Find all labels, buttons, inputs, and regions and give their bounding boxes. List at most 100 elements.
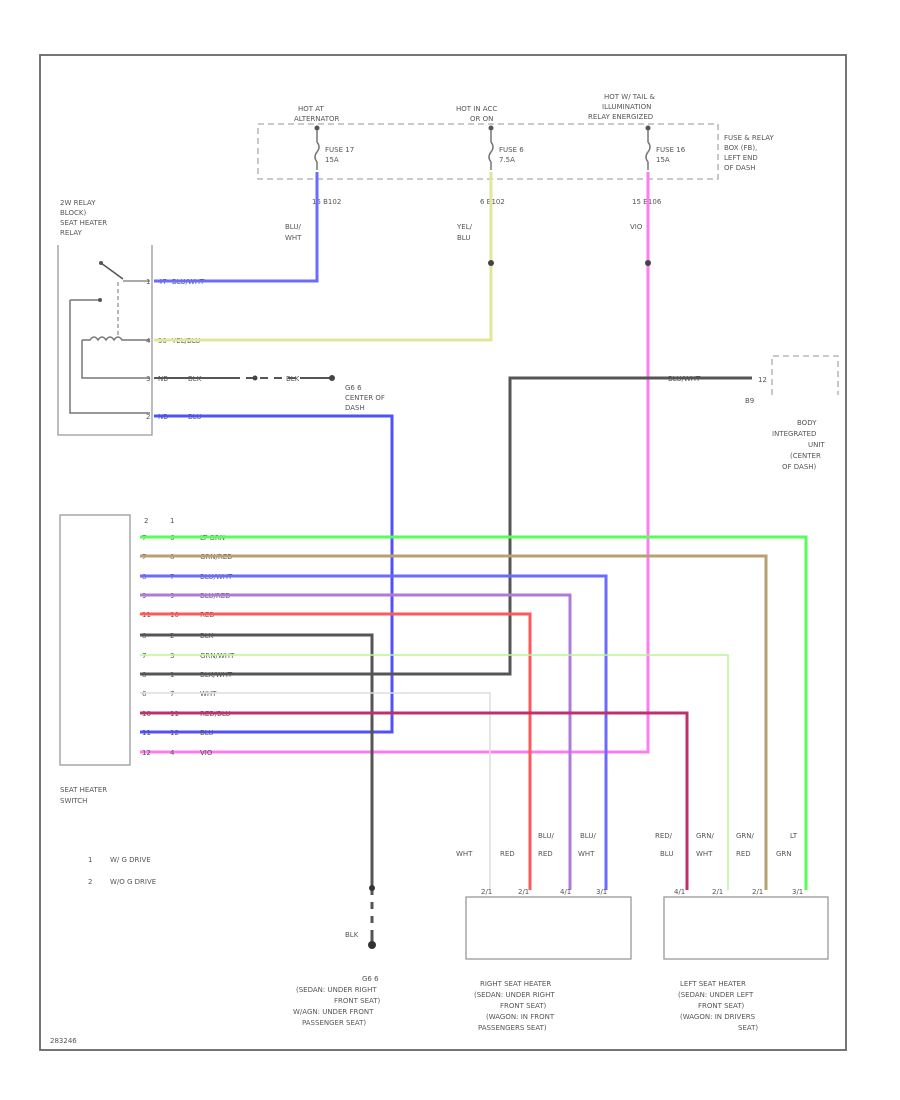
switch-outline — [59, 514, 131, 766]
right-heater-l3: FRONT SEAT) — [500, 1002, 547, 1010]
wire-red — [140, 612, 532, 890]
fuse-16-rating: 15A — [656, 156, 670, 164]
right-wire-blu1-l1: BLU/ — [538, 832, 554, 840]
hot-in-acc-l1: HOT IN ACC — [456, 105, 497, 113]
left-wire-redblu-l2: BLU — [660, 850, 673, 858]
wire-blk-label: BLK — [286, 375, 300, 383]
switch-label-l2: SWITCH — [60, 797, 87, 805]
relay-label-l4: RELAY — [60, 229, 83, 237]
switch-row-9-color: WHT — [200, 690, 217, 698]
wire-yel-blu-fuse6 — [154, 172, 493, 342]
wire-blu-relay-switch — [140, 414, 394, 734]
left-wire-grnred-l2: RED — [736, 850, 751, 858]
body-unit-outline — [771, 355, 839, 395]
ground-top-l2: CENTER OF — [345, 394, 385, 402]
left-heater-l1: LEFT SEAT HEATER — [680, 980, 746, 988]
fuse-17-symbol — [314, 130, 320, 170]
switch-row-8-p1: 8 — [142, 671, 146, 679]
diagram-id: 283246 — [50, 1037, 77, 1045]
wire-blu-wht-fuse17 — [154, 172, 319, 283]
right-heater-l5: PASSENGERS SEAT) — [478, 1024, 547, 1032]
wire-blu-wht-label-l1: BLU/ — [285, 223, 301, 231]
ground-bottom: BLK G6 6 (SEDAN: UNDER RIGHT FRONT SEAT)… — [293, 931, 381, 1027]
hot-w-tail-l1: HOT W/ TAIL & — [604, 93, 655, 101]
relay-pin-3: 3 — [146, 375, 150, 383]
right-seat-heater: WHT RED BLU/ RED BLU/ WHT 2/1 2/1 4/1 3/… — [456, 832, 632, 1032]
heater-wires — [140, 535, 808, 949]
fuse-17-name: FUSE 17 — [325, 146, 354, 154]
left-wire-redblu-l1: RED/ — [655, 832, 673, 840]
right-wire-blu1-l2: RED — [538, 850, 553, 858]
wire-blu-wht-body-unit — [140, 376, 752, 676]
connector-b102-a: 15 B102 — [312, 198, 341, 206]
right-heater-l2: (SEDAN: UNDER RIGHT — [474, 991, 555, 999]
left-wire-grnred-l1: GRN/ — [736, 832, 755, 840]
fuse-relay-box: HOT AT ALTERNATOR HOT IN ACC OR ON HOT W… — [257, 93, 775, 206]
switch-row-9-p2: 7 — [170, 690, 174, 698]
switch-row-8-color: BLK/WHT — [200, 671, 233, 679]
switch-row-12-p1: 12 — [142, 749, 151, 757]
legend-text-2: W/O G DRIVE — [110, 878, 156, 886]
switch-row-9-p1: 6 — [142, 690, 147, 698]
body-unit-l1: BODY — [797, 419, 817, 427]
wire-blu-wht-switch — [140, 574, 608, 890]
left-wire-ltgrn-l2: GRN — [776, 850, 792, 858]
legend-text-1: W/ G DRIVE — [110, 856, 151, 864]
left-heater-l3: FRONT SEAT) — [698, 1002, 745, 1010]
right-pin-1: 2/1 — [481, 888, 492, 896]
ground-bottom-l4: W/AGN: UNDER FRONT — [293, 1008, 374, 1016]
legend-num-1: 1 — [88, 856, 92, 864]
wire-blu-wht-label-l2: WHT — [285, 234, 302, 242]
ground-bottom-l2: (SEDAN: UNDER RIGHT — [296, 986, 377, 994]
fuse-box-label-l2: BOX (FB), — [724, 144, 757, 152]
right-heater-l4: (WAGON: IN FRONT — [486, 1013, 555, 1021]
body-unit-l3: UNIT — [808, 441, 825, 449]
ground-bottom-l5: PASSENGER SEAT) — [302, 1019, 366, 1027]
switch-label-l1: SEAT HEATER — [60, 786, 107, 794]
relay-label-l2: BLOCK) — [60, 209, 86, 217]
ground-bottom-l1: G6 6 — [362, 975, 379, 983]
wire-yel-blu-label-l2: BLU — [457, 234, 470, 242]
body-unit-pin-a: 12 — [758, 376, 767, 384]
right-wire-wht: WHT — [456, 850, 473, 858]
relay-outline — [57, 245, 153, 436]
hot-w-tail-l3: RELAY ENERGIZED — [588, 113, 653, 121]
fuse-6-name: FUSE 6 — [499, 146, 524, 154]
left-heater-box — [663, 896, 829, 960]
switch-row-12-color: VIO — [200, 749, 213, 757]
switch-row-11-p2: 12 — [170, 729, 179, 737]
left-pin-4: 3/1 — [792, 888, 803, 896]
wire-vio-fuse16 — [140, 172, 650, 754]
right-pin-3: 4/1 — [560, 888, 571, 896]
body-unit-l4: (CENTER — [790, 452, 821, 460]
hot-at-alt-l2: ALTERNATOR — [294, 115, 340, 123]
switch-row-8-p2: 1 — [170, 671, 174, 679]
ground-top-l3: DASH — [345, 404, 365, 412]
fuse-box-outline — [257, 123, 719, 180]
hot-in-acc-l2: OR ON — [470, 115, 493, 123]
relay-pin-4: 4 — [146, 337, 151, 345]
legend: 1 W/ G DRIVE 2 W/O G DRIVE — [88, 856, 156, 886]
relay-label-l3: SEAT HEATER — [60, 219, 107, 227]
switch-row-7-p1: 7 — [142, 652, 146, 660]
wire-blu-wht-right-label: BLU/WHT — [668, 375, 701, 383]
wire-vio-label: VIO — [630, 223, 643, 231]
hot-at-alt-l1: HOT AT — [298, 105, 325, 113]
wire-blk-switch — [140, 633, 374, 945]
left-wire-grnwht-l1: GRN/ — [696, 832, 715, 840]
wire-blu-red — [140, 593, 572, 890]
left-heater-l5: SEAT) — [738, 1024, 758, 1032]
relay-pin-1: 1 — [146, 278, 150, 286]
fuse-box-label-l3: LEFT END — [724, 154, 758, 162]
left-heater-l2: (SEDAN: UNDER LEFT — [678, 991, 754, 999]
relay-label-l1: 2W RELAY — [60, 199, 96, 207]
left-seat-heater: RED/ BLU GRN/ WHT GRN/ RED LT GRN 4/1 2/… — [655, 832, 829, 1032]
seat-heater-relay: 2W RELAY BLOCK) SEAT HEATER RELAY 1 47 B… — [57, 199, 205, 436]
fuse-box-label-l4: OF DASH — [724, 164, 756, 172]
switch-row-7-color: GRN/WHT — [200, 652, 235, 660]
body-unit-pin-b: B9 — [745, 397, 754, 405]
ground-bottom-blk: BLK — [345, 931, 359, 939]
right-pin-4: 3/1 — [596, 888, 607, 896]
